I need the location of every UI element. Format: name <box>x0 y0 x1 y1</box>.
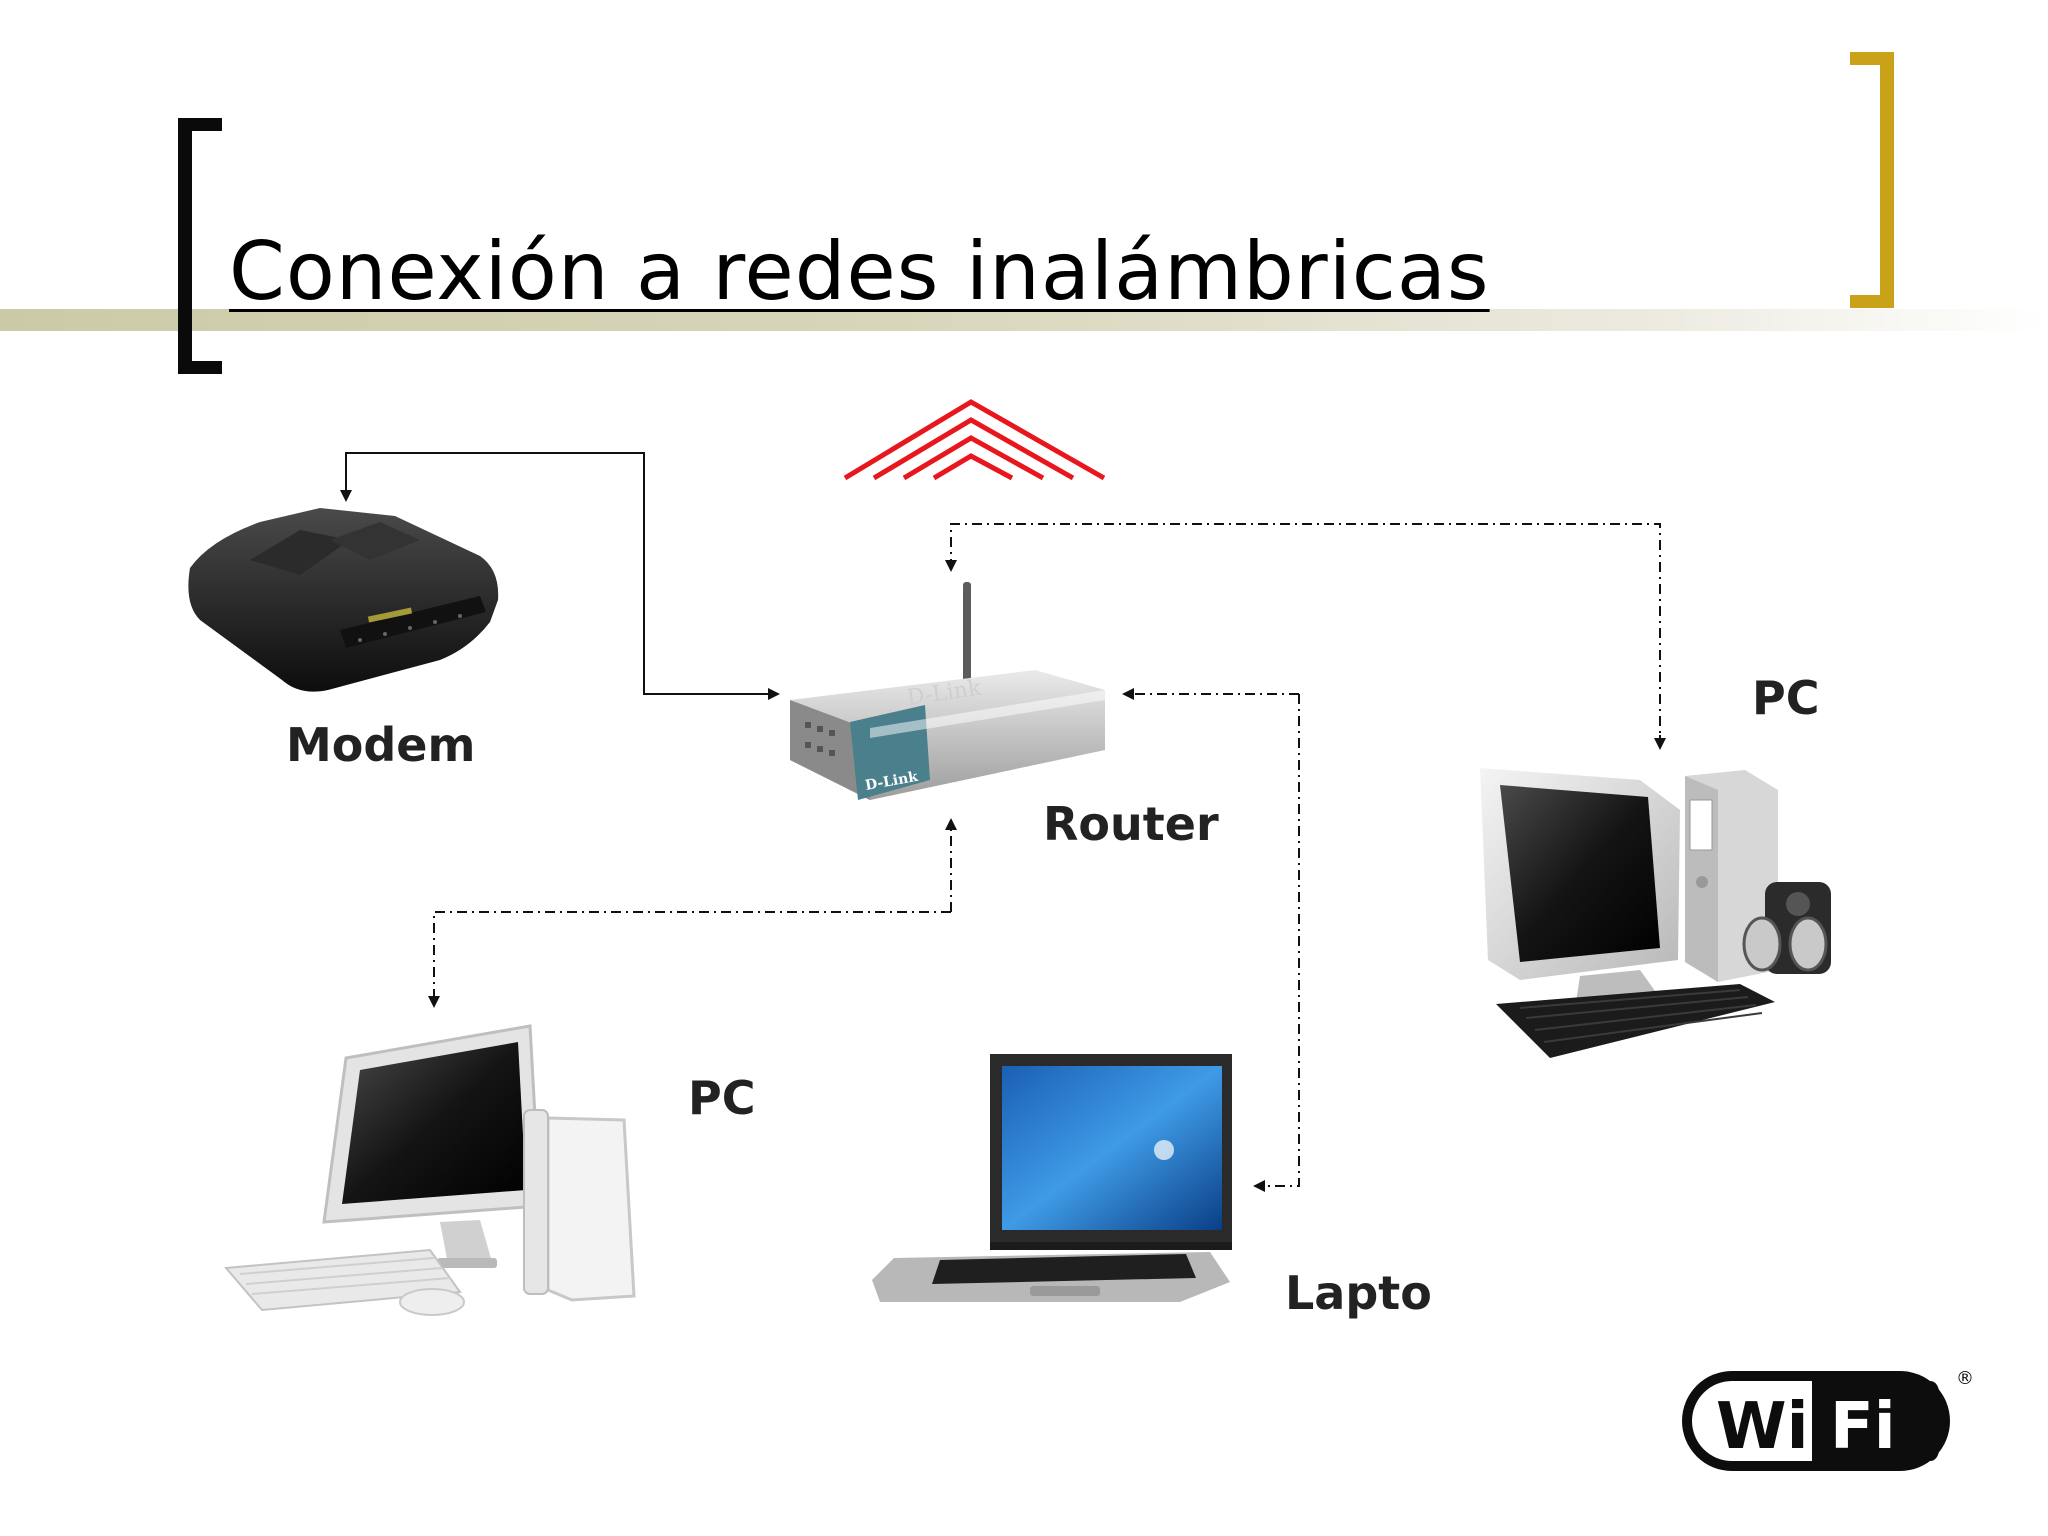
title-band <box>0 309 2048 331</box>
slide-title: Conexión a redes inalámbricas <box>229 225 1490 318</box>
wifi-logo: Wi Fi ® <box>1682 1368 1974 1471</box>
laptop-image <box>872 1054 1232 1302</box>
connection-router-pc-left <box>428 911 951 1008</box>
pc-right-image <box>1480 768 1831 1058</box>
pc-left-image <box>223 1024 636 1316</box>
left-bracket <box>178 118 222 374</box>
pc-right-label: PC <box>1752 671 1820 725</box>
connection-router-laptop <box>1253 694 1300 1192</box>
pc-left-label: PC <box>688 1071 756 1125</box>
wifi-logo-text-right: Fi <box>1830 1390 1896 1464</box>
modem-label: Modem <box>286 718 476 772</box>
connection-router-modem <box>340 452 780 700</box>
laptop-label: Lapto <box>1285 1266 1432 1320</box>
wifi-logo-text-left: Wi <box>1716 1390 1809 1464</box>
wireless-signal-icon <box>843 399 1106 481</box>
connection-router-pc-right <box>945 523 1661 748</box>
modem-image <box>188 508 499 692</box>
right-bracket <box>1850 52 1894 308</box>
router-image: D-Link D-Link <box>790 582 1105 800</box>
wifi-logo-registered: ® <box>1956 1368 1974 1389</box>
router-label: Router <box>1043 797 1219 851</box>
